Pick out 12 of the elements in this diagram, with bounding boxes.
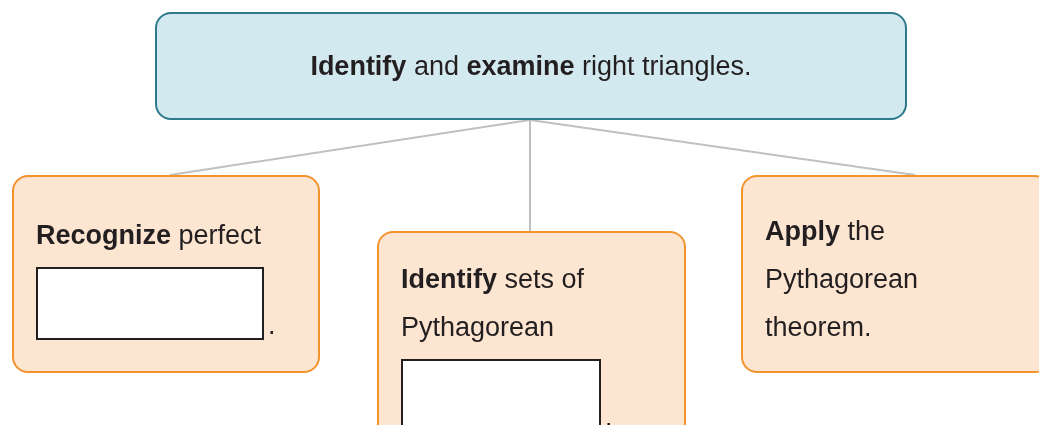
connector-line: [529, 119, 916, 176]
objective-box: [377, 231, 686, 425]
goal-text: Identify and examine right triangles.: [310, 50, 752, 83]
objective-text: Recognize perfect: [36, 219, 263, 252]
connector-line: [529, 119, 531, 232]
connector-line: [169, 119, 531, 176]
goal-box: [155, 12, 907, 120]
objective-box: [12, 175, 320, 373]
period-text: .: [268, 310, 276, 340]
objective-text: Apply the Pythagorean theorem.: [765, 215, 920, 344]
objective-box: [741, 175, 1039, 373]
objective-text: Identify sets of Pythagorean: [401, 263, 586, 344]
